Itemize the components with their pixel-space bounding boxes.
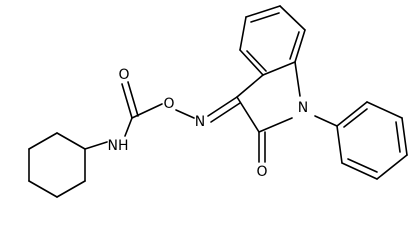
molecule-svg: O O NH N N O [28,5,408,198]
bond-n-c3-2 [210,102,241,123]
atom-o-lactam: O [256,164,267,180]
cyclohexyl-bond-3 [56,180,86,198]
ring5-c3-c3a [236,74,264,98]
cyclohexyl-ring [28,132,86,198]
bond-n-c3-1 [207,96,238,117]
ring5-c2-n1 [258,117,293,133]
bond-nh-carbamate-c [124,117,133,137]
atom-o-carbamate-carbonyl: O [118,67,129,83]
fused-benzene-ring [239,5,306,76]
five-membered-ring [236,61,301,133]
phenyl-bond-5-inner [347,158,378,173]
benz-c3a-c7a [262,61,296,76]
benz-c4-c5 [239,16,247,51]
phenyl-bond-3-inner [395,121,401,153]
phenyl-bond-1-inner [343,108,368,128]
bond-cyclohexyl-nh [84,141,108,150]
phenyl-bond-4 [376,154,408,180]
bond-carbamate-c-o-1 [121,83,133,119]
phenyl-bond-2 [366,101,403,119]
benz-c7-c7a-inner [289,31,300,60]
benz-c5-c6 [245,5,281,18]
atom-labels: O O NH N N O [108,67,309,180]
benz-c4-c4-inner [246,50,267,72]
bond-carbamate-c-oester [131,103,163,119]
atom-n-oxime: N [195,114,205,130]
benz-c6-c7 [279,5,306,31]
phenyl-bond-5 [341,162,378,180]
phenyl-bond-6 [336,125,343,164]
bond-oester-n [175,109,195,119]
phenyl-bond-3 [401,117,408,156]
bond-carbamate-c-o-2 [127,81,139,117]
benz-c7-c7a [294,29,306,63]
atom-nh: NH [108,138,129,154]
structure-diagram: O O NH N N O [28,5,408,198]
atom-n-indole: N [298,100,308,116]
ring5-c3-c2 [236,96,260,133]
phenyl-ring [336,101,408,180]
benz-c5-c6-inner [250,12,280,23]
cyclohexyl-bond-6 [28,132,58,150]
bond-n1-phenyl [314,115,338,127]
benz-c3a-c4 [239,49,264,76]
atom-o-ester: O [163,96,174,112]
cyclohexyl-bond-4 [28,180,58,198]
ring5-n1-c7a [294,61,301,97]
phenyl-bond-1 [336,101,368,127]
cyclohexyl-bond-1 [56,132,86,150]
